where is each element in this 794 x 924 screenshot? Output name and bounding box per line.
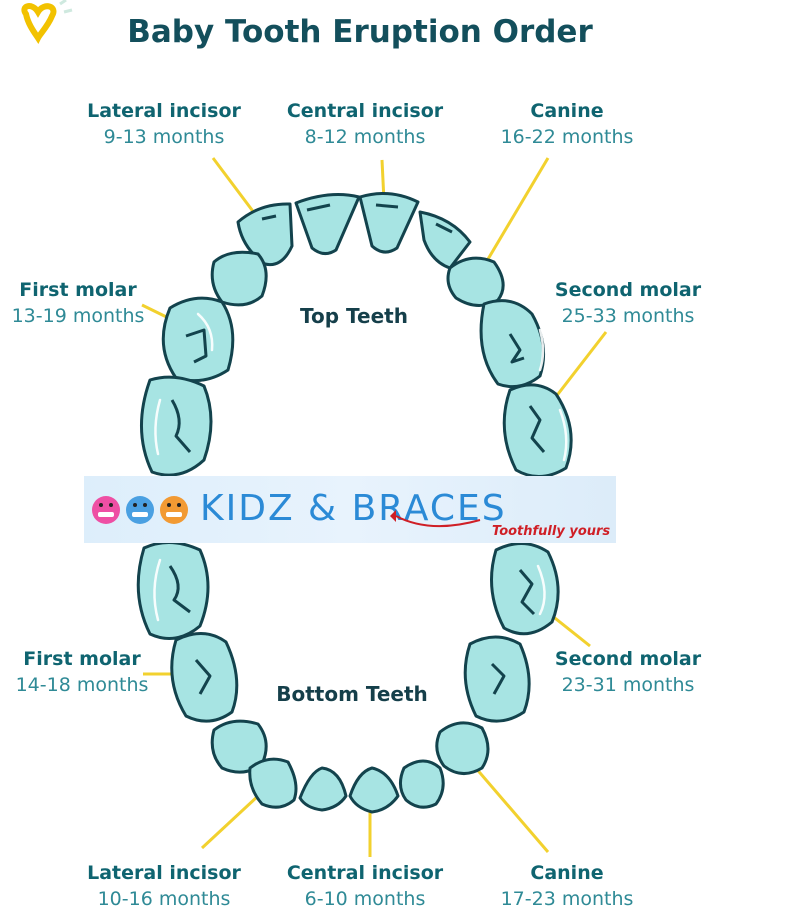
tooth-bottom-first-molar-left: [170, 632, 239, 723]
label-months: 6-10 months: [304, 888, 426, 910]
tooth-top-first-molar-right: [479, 299, 546, 389]
label-top-second-molar: Second molar 25-33 months: [508, 277, 748, 329]
tooth-bottom-first-molar-right: [463, 635, 531, 723]
label-name: Central incisor: [286, 100, 444, 122]
tooth-top-canine-left: [210, 250, 268, 307]
tooth-bottom-lateral-left: [248, 757, 298, 809]
label-name: Second molar: [554, 648, 702, 670]
tooth-top-first-molar-left: [161, 296, 235, 383]
label-months: 10-16 months: [97, 888, 231, 910]
watermark-tagline: Toothfully yours: [492, 524, 611, 539]
teeth-group: [136, 191, 573, 814]
label-bottom-canine: Canine 17-23 months: [447, 860, 687, 912]
smiley-faces-icon: [92, 496, 188, 524]
tooth-bottom-second-molar-right: [490, 542, 560, 636]
label-top-central-incisor: Central incisor 8-12 months: [245, 98, 485, 150]
label-months: 23-31 months: [561, 674, 695, 696]
tooth-top-canine-right: [446, 256, 505, 307]
page-title: Baby Tooth Eruption Order: [127, 14, 593, 50]
swoosh-arrow-icon: [390, 510, 481, 528]
label-months: 9-13 months: [103, 126, 225, 148]
leader-top-canine: [476, 157, 550, 277]
tooth-top-central-right: [358, 191, 420, 254]
label-name: First molar: [23, 648, 141, 670]
tooth-bottom-central-left: [298, 766, 348, 812]
label-bottom-central-incisor: Central incisor 6-10 months: [245, 860, 485, 912]
tooth-top-central-left: [294, 193, 361, 255]
tooth-bottom-canine-right: [435, 721, 490, 775]
label-months: 16-22 months: [500, 126, 634, 148]
label-top-lateral-incisor: Lateral incisor 9-13 months: [44, 98, 284, 150]
tooth-top-second-molar-left: [140, 375, 213, 477]
label-name: Second molar: [554, 279, 702, 301]
logo-heart-icon: [21, 0, 73, 44]
label-bottom-first-molar: First molar 14-18 months: [0, 646, 202, 698]
tooth-bottom-central-right: [348, 766, 400, 814]
label-name: Central incisor: [286, 862, 444, 884]
label-months: 17-23 months: [500, 888, 634, 910]
label-months: 14-18 months: [15, 674, 149, 696]
tooth-top-second-molar-right: [502, 383, 573, 478]
label-months: 25-33 months: [561, 305, 695, 327]
tooth-bottom-second-molar-left: [136, 541, 210, 640]
label-name: Lateral incisor: [87, 100, 241, 122]
label-months: 8-12 months: [304, 126, 426, 148]
top-teeth-heading: Top Teeth: [300, 304, 408, 328]
label-name: Lateral incisor: [87, 862, 241, 884]
label-bottom-second-molar: Second molar 23-31 months: [508, 646, 748, 698]
label-name: First molar: [19, 279, 137, 301]
watermark-brand: KIDZ & BRACES: [200, 488, 507, 529]
tooth-top-lateral-left: [236, 202, 294, 267]
label-months: 13-19 months: [11, 305, 145, 327]
label-name: Canine: [530, 100, 604, 122]
label-top-canine: Canine 16-22 months: [447, 98, 687, 150]
bottom-teeth-heading: Bottom Teeth: [276, 682, 428, 706]
label-top-first-molar: First molar 13-19 months: [0, 277, 198, 329]
label-name: Canine: [530, 862, 604, 884]
label-bottom-lateral-incisor: Lateral incisor 10-16 months: [44, 860, 284, 912]
tooth-bottom-lateral-right: [399, 759, 445, 809]
